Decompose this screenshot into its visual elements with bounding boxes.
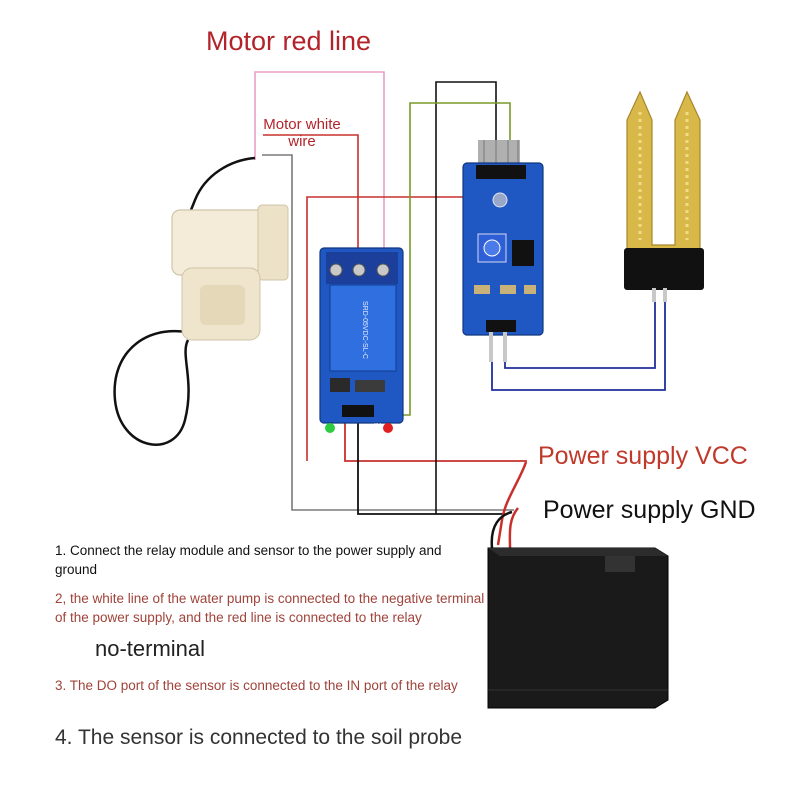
gnd-wire bbox=[357, 415, 505, 515]
power-vcc-label: Power supply VCC bbox=[538, 442, 748, 470]
motor-white-wire-label: Motor white wire bbox=[263, 116, 341, 150]
pin bbox=[489, 332, 493, 362]
instruction-step-3: 3. The DO port of the sensor is connecte… bbox=[55, 678, 458, 693]
pump-outlet bbox=[257, 204, 289, 281]
power-gnd-label: Power supply GND bbox=[543, 496, 756, 524]
battery-red-lead-2 bbox=[508, 507, 519, 549]
motor-red-wire bbox=[263, 134, 359, 272]
water-pump bbox=[113, 156, 289, 446]
relay-pin-in: IN bbox=[374, 423, 381, 430]
potentiometer-knob bbox=[483, 239, 501, 257]
battery-switch bbox=[605, 556, 635, 572]
battery-box bbox=[487, 547, 669, 709]
sensor-resistor bbox=[474, 285, 490, 294]
battery-red-lead bbox=[496, 461, 528, 546]
sensor-resistor bbox=[524, 285, 536, 294]
relay-transistor bbox=[330, 378, 350, 392]
sensor-chip bbox=[512, 240, 534, 266]
probe-wire-b bbox=[504, 300, 656, 369]
probe-base bbox=[624, 248, 704, 290]
pump-head bbox=[171, 209, 268, 276]
sensor-header bbox=[476, 165, 526, 179]
relay-cube bbox=[329, 284, 397, 372]
relay-module: SRD-05VDC-SL-C IN bbox=[319, 247, 404, 433]
sensor-resistor bbox=[500, 285, 516, 294]
pump-gnd-wire bbox=[262, 154, 514, 511]
instruction-step-2-cont: no-terminal bbox=[95, 636, 206, 661]
pin bbox=[652, 288, 656, 302]
terminal-screw bbox=[376, 263, 390, 277]
instruction-step-4: 4. The sensor is connected to the soil p… bbox=[55, 726, 463, 749]
soil-probe bbox=[624, 90, 704, 302]
instruction-step-2: 2, the white line of the water pump is c… bbox=[55, 591, 485, 625]
pump-lead bbox=[183, 156, 256, 226]
battery-box-body bbox=[487, 547, 669, 709]
relay-led-red bbox=[383, 423, 393, 433]
battery-box-top bbox=[488, 548, 668, 556]
relay-diode bbox=[355, 380, 385, 392]
battery-black-lead bbox=[490, 510, 513, 549]
sensor-module bbox=[462, 140, 544, 362]
probe-fork bbox=[626, 90, 701, 256]
pin bbox=[663, 288, 667, 302]
sensor-probe-header bbox=[486, 320, 516, 332]
pump-motor-shade bbox=[200, 285, 245, 325]
motor-white-wire bbox=[254, 71, 385, 272]
gnd-wire-sensor bbox=[435, 81, 497, 514]
probe-wire-a bbox=[491, 300, 666, 391]
motor-red-line-label: Motor red line bbox=[206, 26, 372, 56]
vcc-wire bbox=[344, 415, 527, 462]
relay-model: SRD-05VDC-SL-C bbox=[361, 301, 368, 359]
sensor-mount-hole bbox=[492, 192, 508, 208]
terminal-screw bbox=[352, 263, 366, 277]
relay-header bbox=[342, 405, 374, 417]
pin bbox=[503, 332, 507, 362]
instruction-step-1: 1. Connect the relay module and sensor t… bbox=[55, 543, 442, 577]
relay-led-green bbox=[325, 423, 335, 433]
terminal-screw bbox=[329, 263, 343, 277]
pump-cable bbox=[113, 329, 201, 446]
